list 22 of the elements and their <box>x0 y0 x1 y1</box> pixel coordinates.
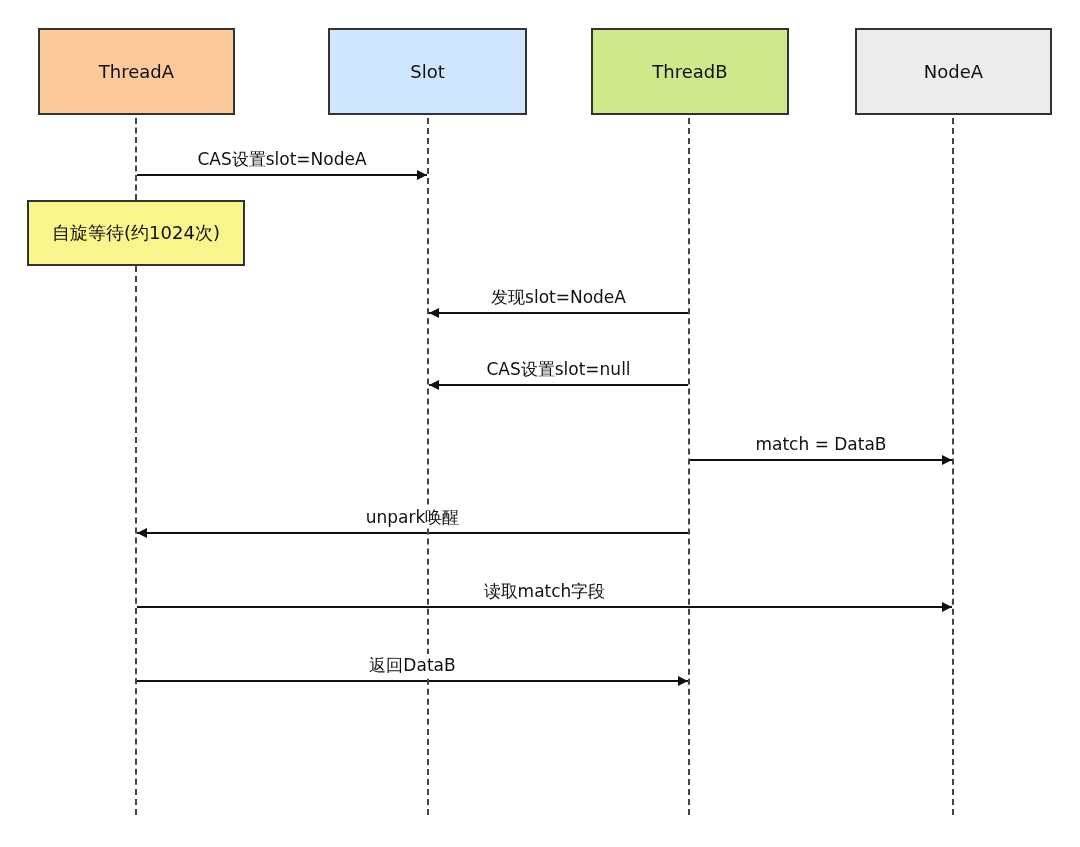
participant-box <box>591 28 789 115</box>
edge-label: 发现slot=NodeA <box>488 286 629 308</box>
participant-name: ThreadB <box>652 61 728 82</box>
participant-box <box>38 28 235 115</box>
message-arrow <box>136 602 953 612</box>
lifeline <box>952 118 954 815</box>
participant-box <box>328 28 527 115</box>
message-arrow <box>136 676 689 686</box>
message-arrow <box>428 380 689 390</box>
participant-box <box>855 28 1052 115</box>
lifeline <box>688 118 690 815</box>
message-arrow <box>689 455 953 465</box>
lifeline <box>135 266 137 815</box>
message-arrow <box>136 170 428 180</box>
lifeline <box>135 118 137 200</box>
note-box <box>27 200 245 266</box>
message-arrow <box>136 528 689 538</box>
participant-name: ThreadA <box>98 61 175 82</box>
participant-name: Slot <box>410 61 445 82</box>
participant-name: NodeA <box>923 61 984 82</box>
note-text: 自旋等待(约1024次) <box>52 221 220 245</box>
message-arrow <box>428 308 689 318</box>
